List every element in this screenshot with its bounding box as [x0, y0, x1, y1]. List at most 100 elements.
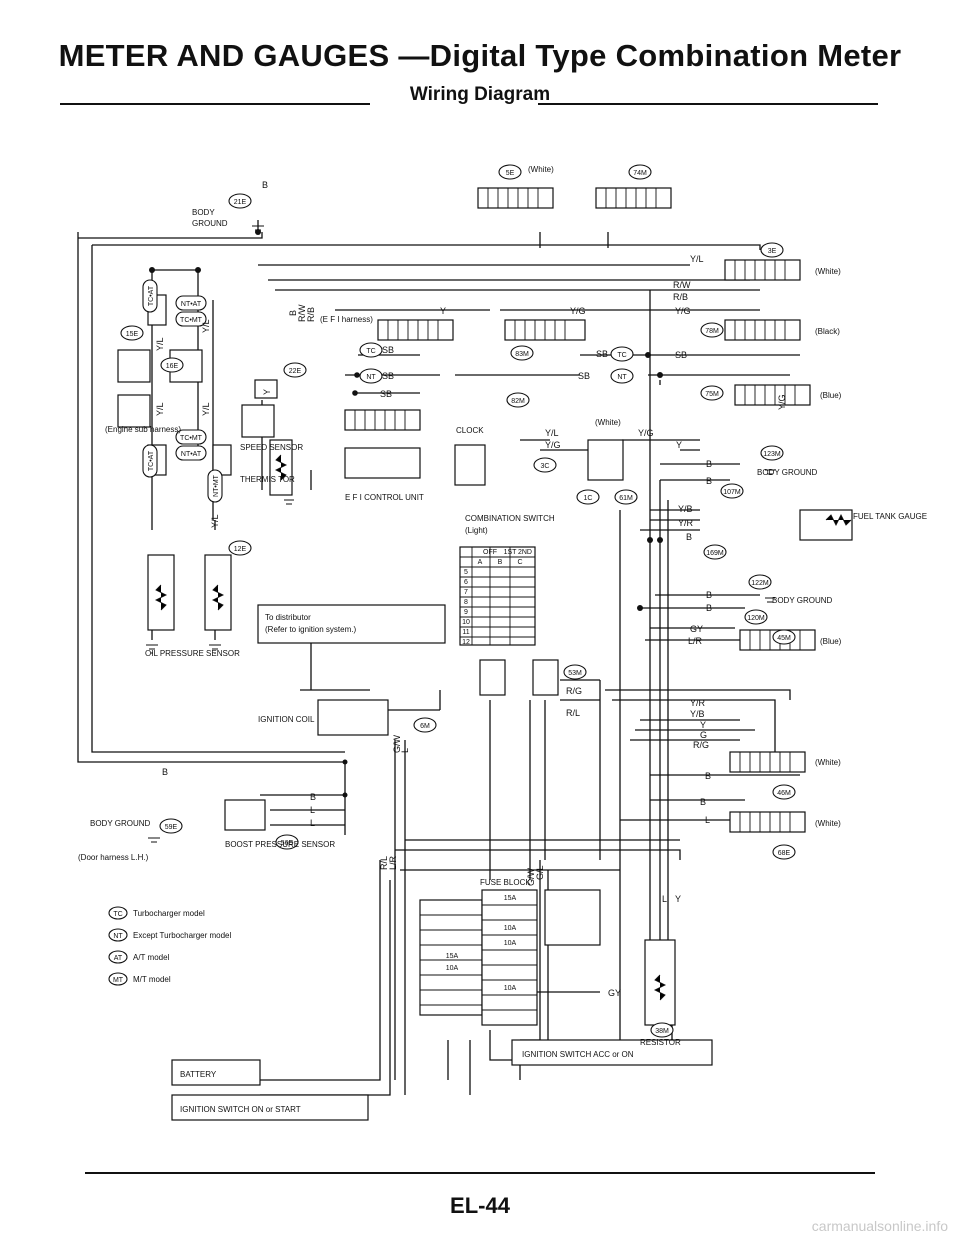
- label-tc-mt: TC•MT: [180, 317, 203, 324]
- connector-nt-2: [610, 368, 634, 384]
- diagram-subtitle: Wiring Diagram: [409, 84, 551, 105]
- connector-16e: [160, 357, 184, 373]
- label-tc-1: TC: [366, 348, 375, 355]
- label-body-ground-59e: BODY GROUND: [90, 819, 151, 828]
- wire-yl-15e: Y/L: [155, 337, 165, 351]
- wire-rg: R/G: [566, 686, 582, 696]
- wire-y-combo: Y: [676, 440, 682, 450]
- wire-b-top: B: [262, 180, 268, 190]
- label-body-ground-123m: BODY GROUND: [757, 468, 818, 477]
- wire-b-107m: B: [706, 476, 712, 486]
- label-1c: 1C: [584, 495, 593, 502]
- connector-46m: [772, 784, 796, 800]
- wire-b-fuel: B: [686, 532, 692, 542]
- wire-gy-fuse: GY: [608, 988, 621, 998]
- wire-y-resistor: Y: [675, 894, 681, 904]
- connector-nt-1: [359, 368, 383, 384]
- label-white-top: (White): [528, 165, 554, 174]
- label-resistor: RESISTOR: [640, 1038, 681, 1047]
- legend-nt-text: Except Turbocharger model: [133, 931, 231, 940]
- legend-nt-code: NT: [113, 933, 123, 940]
- switch-1st: 1ST: [504, 549, 518, 556]
- connector-68e: [772, 844, 796, 860]
- fuse-10a-4: 10A: [504, 985, 517, 992]
- legend-nt-badge: [108, 928, 128, 942]
- connector-74m: [628, 164, 652, 180]
- wire-rg-low: R/G: [693, 740, 709, 750]
- label-oil-pressure: OIL PRESSURE SENSOR: [145, 649, 240, 658]
- wire-yg-right: Y/G: [675, 306, 691, 316]
- label-46m: 46M: [777, 790, 791, 797]
- label-74m: 74M: [633, 170, 647, 177]
- label-123m: 123M: [763, 451, 781, 458]
- label-efi-harness: (E F I harness): [320, 315, 373, 324]
- wire-gw: G/W: [392, 734, 402, 753]
- label-3e: 3E: [768, 248, 777, 255]
- label-75m: 75M: [705, 391, 719, 398]
- wire-yl-16e: Y/L: [201, 319, 211, 333]
- label-white-46m: (White): [815, 758, 841, 767]
- switch-row-5: 5: [464, 569, 468, 576]
- connector-83m: [510, 345, 534, 361]
- label-nt-mt: NT•MT: [213, 474, 220, 497]
- switch-row-7: 7: [464, 589, 468, 596]
- wire-yl-engine-2: Y/L: [201, 402, 211, 416]
- fuse-10a-2: 10A: [504, 940, 517, 947]
- wire-g-low: G: [700, 730, 707, 740]
- wire-b-boost: B: [310, 792, 316, 802]
- switch-2nd: 2ND: [518, 549, 532, 556]
- label-61m: 61M: [619, 495, 633, 502]
- label-45m: 45M: [777, 635, 791, 642]
- label-16e: 16E: [166, 363, 179, 370]
- connector-21e: [228, 193, 252, 209]
- wire-b-46m-a: B: [705, 771, 711, 781]
- label-82m: 82M: [511, 398, 525, 405]
- connector-61m: [614, 489, 638, 505]
- wire-yr-low: Y/R: [690, 698, 706, 708]
- wire-lr: L/R: [688, 636, 703, 646]
- label-15e: 15E: [126, 331, 139, 338]
- label-122m: 122M: [751, 580, 769, 587]
- watermark: carmanualsonline.info: [811, 1218, 948, 1234]
- wire-b-122m: B: [706, 590, 712, 600]
- wire-yl-clock: Y/L: [545, 428, 559, 438]
- label-tc-at-2: TC•AT: [148, 450, 155, 471]
- wire-rw: R/W: [673, 280, 691, 290]
- wire-sb-nt2: SB: [578, 371, 590, 381]
- label-fuel-tank: FUEL TANK GAUGE: [853, 512, 927, 521]
- fuse-15a-1: 15A: [504, 895, 517, 902]
- connector-78m: [700, 322, 724, 338]
- label-white-3e: (White): [815, 267, 841, 276]
- label-tc-mt-2: TC•MT: [180, 435, 203, 442]
- label-38m: 38M: [655, 1028, 669, 1035]
- fuse-15a-2: 15A: [446, 953, 459, 960]
- label-56e: 56E: [281, 840, 294, 847]
- wire-rb: R/B: [673, 292, 688, 302]
- wire-gy: GY: [690, 624, 703, 634]
- wire-l-68e: L: [705, 815, 710, 825]
- switch-col-c: C: [517, 559, 522, 566]
- label-white-combo: (White): [595, 418, 621, 427]
- label-5e: 5E: [506, 170, 515, 177]
- subtitle-rule-right: [538, 103, 878, 105]
- label-nt-2: NT: [617, 374, 627, 381]
- label-efi-control: E F I CONTROL UNIT: [345, 493, 424, 502]
- label-6m: 6M: [420, 723, 430, 730]
- label-53m: 53M: [568, 670, 582, 677]
- switch-row-9: 9: [464, 609, 468, 616]
- label-tc-at: TC•AT: [148, 285, 155, 306]
- switch-row-8: 8: [464, 599, 468, 606]
- label-120m: 120M: [747, 615, 765, 622]
- wire-yg-clock: Y/G: [545, 440, 561, 450]
- label-fuse-block: FUSE BLOCK: [480, 878, 531, 887]
- label-83m: 83M: [515, 351, 529, 358]
- connector-6m: [413, 717, 437, 733]
- wire-b-46m-b: B: [700, 797, 706, 807]
- label-boost: BOOST PRESSURE SENSOR: [225, 840, 335, 849]
- label-light: (Light): [465, 526, 488, 535]
- legend-tc-text: Turbocharger model: [133, 909, 205, 918]
- page-number: EL-44: [450, 1193, 510, 1218]
- label-distributor: To distributor: [265, 613, 311, 622]
- wire-b-120m: B: [706, 603, 712, 613]
